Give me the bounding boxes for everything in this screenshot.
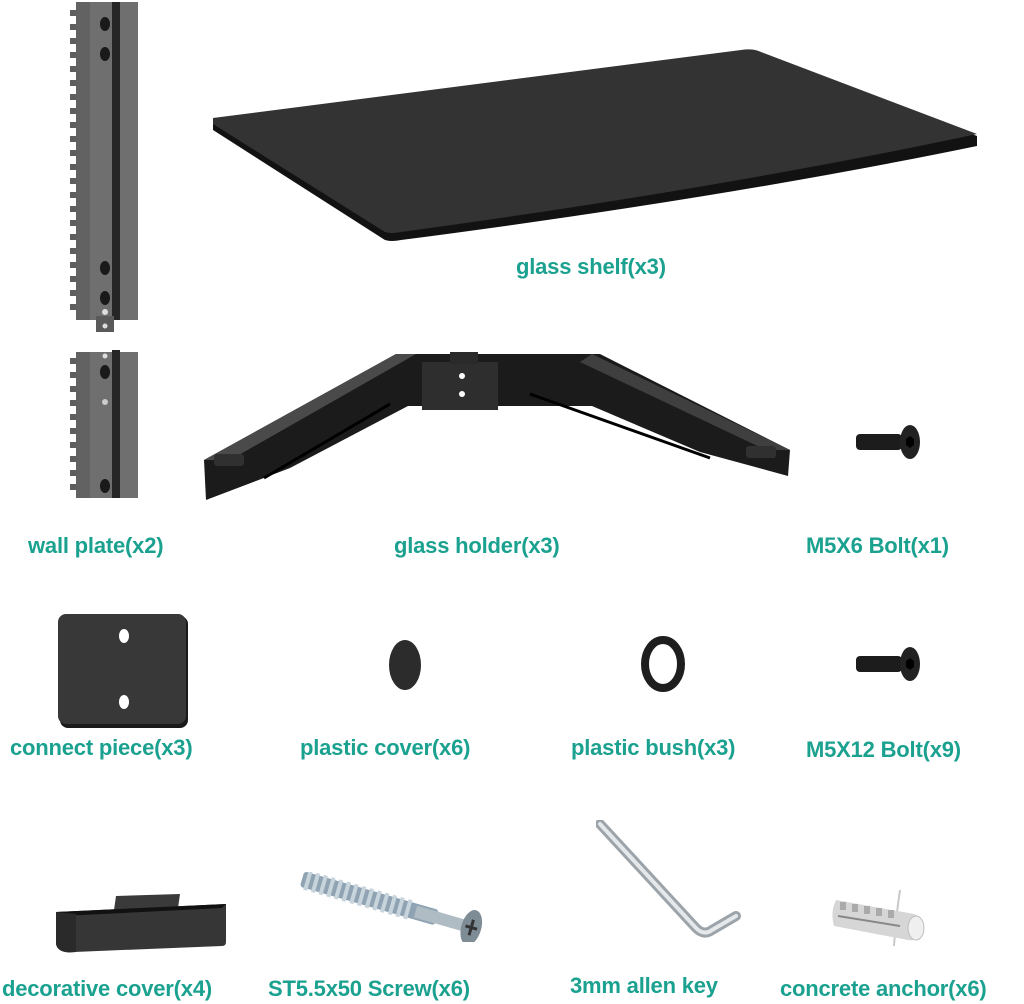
allen-key-icon [596, 820, 746, 940]
decorative-cover-icon [54, 892, 230, 958]
bolt-icon [856, 646, 922, 682]
wall-plate-label: wall plate(x2) [28, 533, 164, 558]
bolt-icon [856, 424, 922, 460]
plastic-cover-icon [387, 638, 423, 692]
connect-piece-icon [56, 612, 190, 730]
screw-icon [296, 872, 506, 942]
concrete-anchor-icon [830, 886, 930, 956]
glass-shelf-icon [205, 48, 985, 244]
glass-holder-label: glass holder(x3) [394, 533, 560, 558]
plastic-cover-label: plastic cover(x6) [300, 735, 471, 760]
screw-label: ST5.5x50 Screw(x6) [268, 976, 470, 1001]
glass-holder-icon [200, 348, 790, 500]
wall-plate-icon [68, 2, 144, 332]
m5x12-bolt-label: M5X12 Bolt(x9) [806, 737, 961, 762]
plastic-bush-label: plastic bush(x3) [571, 735, 736, 760]
wall-plate-icon [68, 350, 144, 500]
allen-key-label: 3mm allen key [570, 973, 718, 998]
decorative-cover-label: decorative cover(x4) [2, 976, 212, 1001]
glass-shelf-label: glass shelf(x3) [516, 254, 666, 279]
plastic-bush-icon [640, 634, 686, 694]
concrete-anchor-label: concrete anchor(x6) [780, 976, 987, 1001]
connect-piece-label: connect piece(x3) [10, 735, 193, 760]
m5x6-bolt-label: M5X6 Bolt(x1) [806, 533, 949, 558]
